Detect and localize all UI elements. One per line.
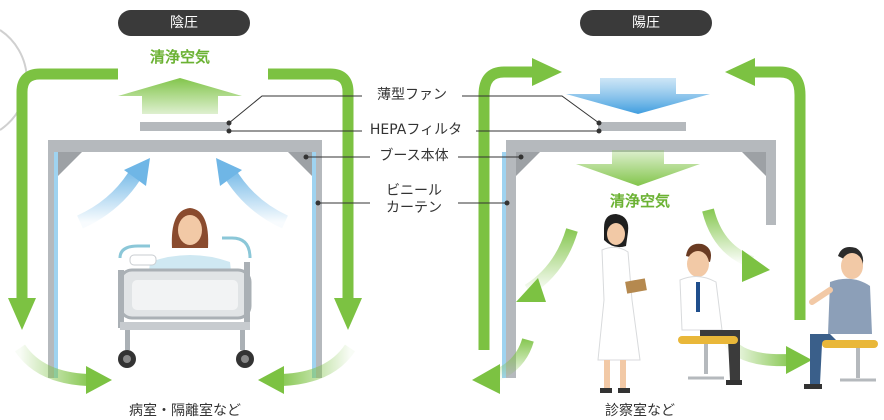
booth-corner-right [288,152,312,176]
negative-caption: 病室・隔離室など [129,403,241,419]
positive-caption: 診察室など [605,403,675,419]
blue-up-arrow-left [77,166,145,229]
callout-hepa-filter: HEPAフィルタ [369,122,463,138]
outflow-arrow-left [524,228,578,296]
outflow-arrowhead-left [516,278,546,302]
callout-vinyl-curtain-line2: カーテン [386,200,442,216]
intake-loop-left [478,66,535,350]
airflow-arrowhead-right [334,298,362,330]
leader-fan-left [228,95,362,124]
callout-booth-body: ブース本体 [379,148,449,164]
negative-pressure-title-pill: 陰圧 [118,10,250,36]
positive-clean-air-label: 清浄空気 [609,192,670,210]
vinyl-curtain-positive [502,152,506,378]
nurse-figure [597,214,647,393]
seated-patient-figure [804,247,878,389]
negative-pressure-panel [0,29,362,394]
intake-arrow-right [281,344,355,386]
blue-up-arrowhead-left [124,158,150,186]
booth-corner-right-positive [742,152,766,176]
fan-filter-unit [140,122,230,131]
intake-arrowhead-left [86,366,112,394]
clean-air-down-arrow [576,150,700,186]
blue-up-arrowhead-right [216,158,242,186]
blue-up-arrow-right [221,166,289,229]
outflow-arrowhead-right [742,250,770,282]
intake-arrowhead-right [258,366,284,394]
vinyl-curtain-left [54,152,58,378]
exhaust-up-arrow [118,78,242,114]
intake-loop-right [752,66,806,320]
leader-fan-right [462,95,600,124]
positive-pressure-title-pill: 陽圧 [580,10,712,36]
vinyl-curtain-right [312,152,316,378]
callout-vinyl-curtain: ビニール カーテン [370,183,458,217]
booth-corner-left [58,152,82,176]
outflow-arrowhead-bottom-right [786,346,812,374]
negative-clean-air-label: 清浄空気 [149,48,210,66]
doctor-figure [678,243,742,385]
airflow-loop-right [268,68,354,300]
positive-pressure-panel [472,58,878,394]
callout-thin-fan: 薄型ファン [377,87,447,103]
outflow-arrowhead-bottom-left [472,364,500,394]
fan-filter-unit-positive [598,122,686,131]
airflow-loop-left [16,68,118,300]
intake-loop-arrowhead-left [532,58,562,86]
callout-vinyl-curtain-line1: ビニール [386,183,442,199]
airflow-arrowhead-left [8,298,36,330]
callout-leaders [228,95,600,204]
intake-arrow-left [15,344,89,386]
intake-loop-arrowhead-right [725,58,755,86]
patient-in-bed [118,208,254,368]
supply-down-arrow [566,78,710,114]
